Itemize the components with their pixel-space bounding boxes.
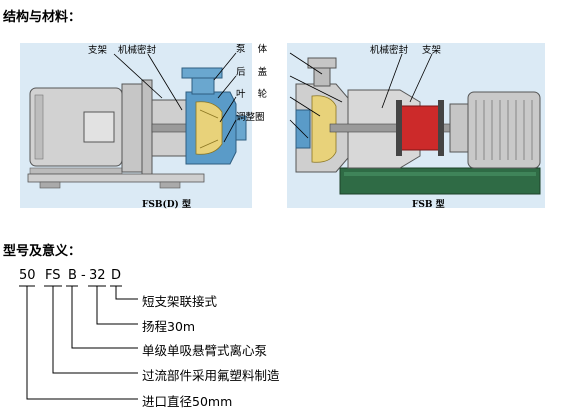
code-part-head: 32 xyxy=(89,268,106,283)
label-rear-cover: 后 盖 xyxy=(236,66,268,78)
caption-left: FSB(D) 型 xyxy=(142,198,191,210)
label-bracket-left: 支架 xyxy=(88,44,108,56)
label-pump-body: 泵 体 xyxy=(236,43,268,55)
right-impeller xyxy=(311,95,337,163)
caption-right: FSB 型 xyxy=(412,198,445,210)
right-rotor xyxy=(399,105,441,151)
code-part-inlet: 50 xyxy=(19,268,36,283)
label-mech-seal-right: 机械密封 xyxy=(370,44,409,56)
left-motor-terminal-box xyxy=(83,111,115,143)
right-base xyxy=(339,167,541,195)
left-pump-illustration xyxy=(27,67,247,189)
label-mech-seal-left: 机械密封 xyxy=(118,44,157,56)
meaning-head: 扬程30m xyxy=(142,319,196,334)
pump-structure-diagram: 支架 机械密封 泵 体 后 盖 叶 轮 调整圈 机械密封 支架 FSB(D) 型… xyxy=(20,43,545,210)
label-adjust-ring: 调整圈 xyxy=(236,111,265,123)
meaning-bracket-type: 短支架联接式 xyxy=(142,294,218,309)
code-part-bracket: D xyxy=(111,268,122,283)
label-bracket-right: 支架 xyxy=(422,44,442,56)
section-heading-structure: 结构与材料： xyxy=(3,10,82,25)
section-heading-model: 型号及意义： xyxy=(3,244,82,259)
code-part-type: B xyxy=(68,268,77,283)
right-pump-illustration xyxy=(295,57,541,195)
right-motor xyxy=(467,91,541,169)
meaning-inlet-diameter: 进口直径50mm xyxy=(142,394,233,409)
meaning-material: 过流部件采用氟塑料制造 xyxy=(142,368,280,383)
code-part-dash: - xyxy=(81,268,86,283)
label-impeller: 叶 轮 xyxy=(236,88,268,100)
code-part-material: FS xyxy=(45,268,61,283)
left-impeller xyxy=(195,101,223,155)
meaning-pump-type: 单级单吸悬臂式离心泵 xyxy=(142,343,268,358)
